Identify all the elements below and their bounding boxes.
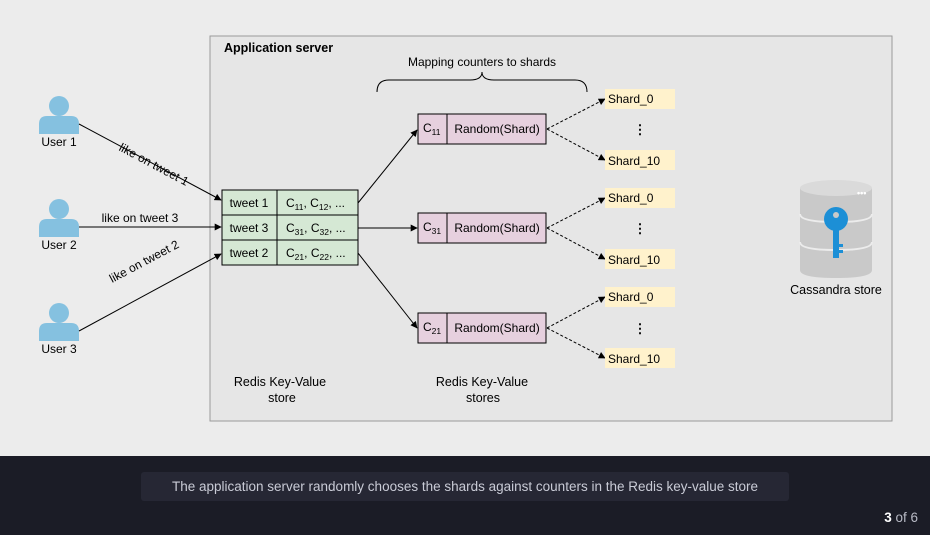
user-2: User 2 [39,199,79,252]
shard-label: Shard_0 [608,92,654,106]
shard-box [605,188,675,208]
kv-value: C11, C12, ... [286,196,345,212]
shard-label: Shard_10 [608,154,660,168]
redis-kv-store-label-2: store [268,391,296,405]
edge-label-tweet2: like on tweet 2 [107,237,182,286]
slide-caption: The application server randomly chooses … [171,479,759,494]
edge-c11-shard10 [546,128,606,161]
user-label: User 2 [41,238,77,252]
kv-value: C21, C22, ... [286,246,346,262]
counter-store-c31: C31 Random(Shard) [417,212,547,244]
kv-key: tweet 1 [230,196,269,210]
edge-c11-shard0 [546,98,606,130]
user-icon [39,199,79,237]
user-icon [39,96,79,134]
edge-label-tweet3: like on tweet 3 [102,211,179,225]
edge-kv-c21 [357,252,418,329]
counter-id: C21 [423,320,441,336]
redis-kv-store-label: Redis Key-Value [234,375,326,389]
edge-c31-shard0 [546,197,606,229]
shard-box [605,249,675,269]
shard-box [605,287,675,307]
user-icon [39,303,79,341]
edge-label-tweet1: like on tweet 1 [117,140,192,189]
shard-box [605,89,675,109]
edge-c21-shard0 [546,296,606,329]
edge-c21-shard10 [546,327,606,359]
user-label: User 1 [41,135,77,149]
ellipsis-dots: ⋮ [634,122,647,137]
edge-kv-c11 [357,129,418,204]
edge-c31-shard10 [546,227,606,260]
edge-user1 [78,123,222,201]
shard-box [605,150,675,170]
counter-id: C11 [423,121,441,137]
kv-key: tweet 3 [230,221,269,235]
counter-id: C31 [423,220,441,236]
kv-row: tweet 2 C21, C22, ... [230,246,346,262]
kv-table: tweet 1 C11, C12, ... tweet 3 C31, C32, … [221,189,359,266]
shard-label: Shard_0 [608,290,654,304]
diagram-canvas: Application server Mapping counters to s… [0,0,930,456]
user-3: User 3 [39,303,79,356]
kv-row: tweet 3 C31, C32, ... [230,221,346,237]
user-label: User 3 [41,342,77,356]
total-pages: 6 [910,510,918,525]
random-shard-func: Random(Shard) [454,221,539,235]
page-separator: of [891,510,911,525]
mapping-brace [376,71,588,93]
edge-user3 [78,253,222,332]
svg-text:•••: ••• [857,188,866,198]
key-icon [824,207,848,258]
kv-key: tweet 2 [230,246,269,260]
shard-box [605,348,675,368]
random-shard-func: Random(Shard) [454,321,539,335]
redis-kv-stores-label: Redis Key-Value [436,375,528,389]
kv-value: C31, C32, ... [286,221,346,237]
current-page: 3 [884,510,892,525]
ellipsis-dots: ⋮ [634,321,647,336]
shard-label: Shard_10 [608,253,660,267]
ellipsis-dots: ⋮ [634,221,647,236]
slide-pager: 3 of 6 [884,510,918,525]
counter-store-c11: C11 Random(Shard) [417,113,547,145]
shard-label: Shard_0 [608,191,654,205]
counter-store-c21: C21 Random(Shard) [417,312,547,344]
redis-kv-stores-label-2: stores [466,391,500,405]
application-server-title: Application server [224,41,333,55]
user-1: User 1 [39,96,79,149]
cassandra-store-label: Cassandra store [790,283,882,297]
kv-row: tweet 1 C11, C12, ... [230,196,345,212]
mapping-label: Mapping counters to shards [408,55,556,69]
random-shard-func: Random(Shard) [454,122,539,136]
shard-label: Shard_10 [608,352,660,366]
caption-box [141,472,789,501]
